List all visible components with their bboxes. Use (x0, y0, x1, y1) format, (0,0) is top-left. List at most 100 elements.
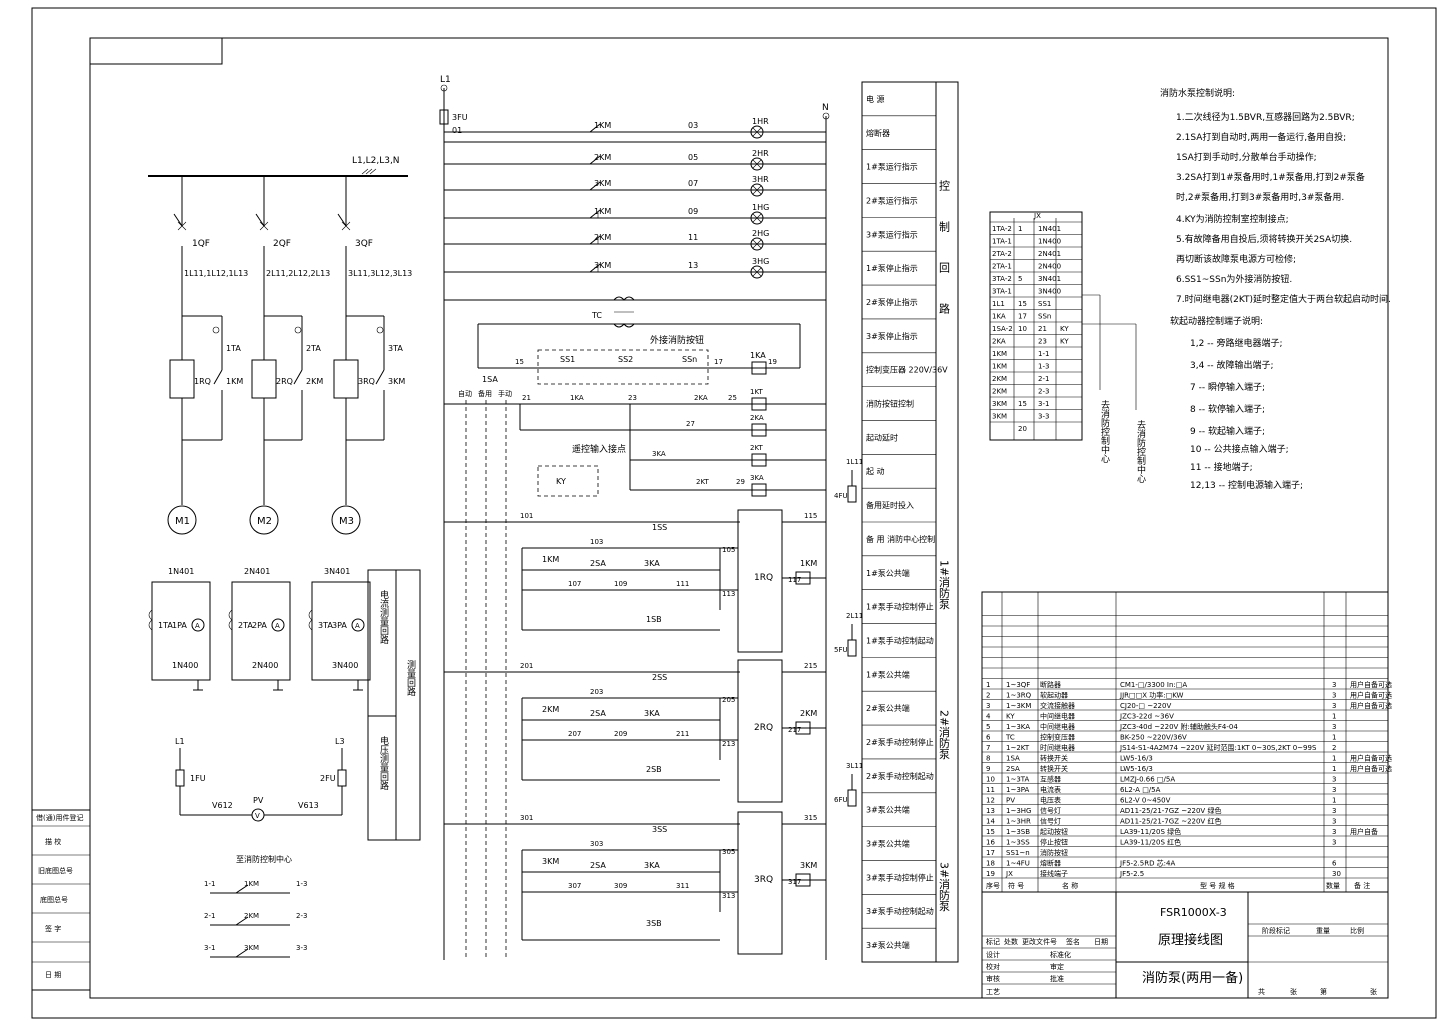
timer-node: 1KA (570, 394, 584, 402)
bom-cell: 用户自备可选 (1350, 754, 1392, 763)
note-item: 7.时间继电器(2KT)延时整定值大于两台软起启动时间. (1176, 293, 1391, 305)
lamp-row: 1KM 03 1HR (444, 117, 826, 139)
pump-node: 315 (804, 814, 817, 822)
function-label-rows: 电 源熔断器1#泵运行指示2#泵运行指示3#泵运行指示1#泵停止指示2#泵停止指… (862, 94, 948, 950)
lamp-label: 2HR (752, 149, 769, 158)
breaker-label: 2QF (273, 239, 291, 249)
bom-cell: BK-250 ~220V/36V (1120, 734, 1187, 742)
timer-node: 2KA (750, 414, 764, 422)
sheet-info: 张 (1370, 987, 1377, 996)
function-label: 3#泵运行指示 (866, 229, 918, 239)
breaker-line-label: 1L11,1L12,1L13 (184, 269, 248, 278)
pump-node: 307 (568, 882, 581, 890)
soft-item: 9 -- 软起输入端子; (1190, 425, 1265, 437)
function-label: 起 动 (866, 466, 885, 476)
pump-node: 109 (614, 580, 627, 588)
breaker-line-label: 2L11,2L12,2L13 (266, 269, 330, 278)
terminal-cell: 1TA-1 (992, 238, 1012, 246)
pump-node: 101 (520, 512, 533, 520)
meter-terminal: 3N400 (332, 661, 358, 670)
terminal-cell: 2KA (992, 338, 1006, 346)
bom-cell: 软起动器 (1040, 691, 1068, 700)
bom-cell: 1 (1332, 765, 1336, 773)
remote-title: 至消防控制中心 (236, 854, 292, 864)
pump-node: 105 (722, 546, 735, 554)
bom-cell: 12 (986, 797, 995, 805)
motor-label: M2 (257, 516, 272, 527)
bom-cell: 熔断器 (1040, 859, 1061, 868)
bom-cell: 接线端子 (1040, 869, 1068, 878)
terminal-cell: 1L1 (992, 300, 1005, 308)
branch-2 (249, 176, 303, 535)
bom-cell: 1~3HG (1006, 807, 1031, 815)
note-item: 4.KY为消防控制室控制接点; (1176, 213, 1289, 225)
timer-node: 29 (736, 478, 745, 486)
terminal-cell: 1N400 (1038, 238, 1061, 246)
terminal-cell: 21 (1038, 325, 1047, 333)
bom-cell: 3 (1332, 839, 1336, 847)
breaker-line-label: 3L11,3L12,3L13 (348, 269, 412, 278)
terminal-cell: 3-1 (1038, 400, 1049, 408)
terminal-cell: 17 (1018, 313, 1027, 321)
soft-item: 8 -- 软停输入端子; (1190, 403, 1265, 415)
breaker-label: 1QF (192, 239, 210, 249)
ammeter-ct-label: 3TA (318, 621, 333, 630)
measure-box: 电流测量回路 电压测量回路 测量回路 (367, 569, 421, 841)
pump-coil: 2KM (800, 709, 817, 718)
remote-left: 3-1 (204, 944, 215, 952)
function-label: 1#泵停止指示 (866, 263, 918, 273)
soft-starter-label: 1RQ (194, 377, 211, 386)
soft-item: 1,2 -- 旁路继电器端子; (1190, 337, 1283, 349)
timer-node: 2KA (694, 394, 708, 402)
lamp-km: 2KM (594, 153, 611, 162)
pump-node: 111 (676, 580, 689, 588)
terminal-cell: SSn (1038, 313, 1051, 321)
pump-node: 215 (804, 662, 817, 670)
branch-1 (167, 176, 223, 535)
pump-node: 213 (722, 740, 735, 748)
pump-node: 117 (788, 576, 801, 584)
ext-node: 17 (714, 358, 723, 366)
pump-node: 305 (722, 848, 735, 856)
terminal-cell: KY (1060, 325, 1069, 333)
bom-cell: 6L2-V 0~450V (1120, 797, 1171, 805)
ext-node: 19 (768, 358, 777, 366)
remote-input-label: 遥控输入接点 (572, 443, 626, 455)
function-label: 2#泵运行指示 (866, 195, 918, 205)
bom-cell: CJ20-□ ~220V (1120, 702, 1171, 710)
bom-cell: 19 (986, 870, 995, 878)
bom-frame (981, 591, 1389, 893)
terminal-cell: 2TA-1 (992, 263, 1012, 271)
terminal-cell: 1SA-2 (992, 325, 1013, 333)
measure-voltage-label: 电压测量回路 (378, 735, 389, 791)
function-label: 2#泵手动控制起动 (866, 771, 934, 781)
meter-terminal: 1N400 (172, 661, 198, 670)
timer-node: 25 (728, 394, 737, 402)
voltmeter-wire-right: V613 (298, 801, 319, 810)
bom-cell: 3 (1332, 692, 1336, 700)
timer-node: 21 (522, 394, 531, 402)
group-control-label: 控制回路 (938, 179, 951, 344)
bom-cell: 1~3PA (1006, 786, 1030, 794)
outer-frame (31, 7, 1437, 1019)
function-label: 2#泵停止指示 (866, 297, 918, 307)
terminal-cell: 3N401 (1038, 275, 1061, 283)
pump-node: 217 (788, 726, 801, 734)
terminal-cell: 5 (1018, 275, 1022, 283)
remote-left: 2-1 (204, 912, 215, 920)
bom-header-cell: 数量 (1326, 881, 1340, 890)
lamp-km: 3KM (594, 179, 611, 188)
pump-node: 313 (722, 892, 735, 900)
function-label: 熔断器 (866, 128, 890, 138)
timer-node: 3KA (750, 474, 764, 482)
svg-text:A: A (195, 622, 200, 630)
transformer-label: TC (591, 311, 602, 320)
bom-cell: 1~4FU (1006, 860, 1030, 868)
bom-cell: 11 (986, 786, 995, 794)
pump-node: 205 (722, 696, 735, 704)
bom-cell: JX (1005, 870, 1013, 878)
main-circuit: L1,L2,L3,N (148, 156, 412, 535)
bom-cell: 2 (986, 692, 990, 700)
bom-cell: 用户自备可选 (1350, 691, 1392, 700)
